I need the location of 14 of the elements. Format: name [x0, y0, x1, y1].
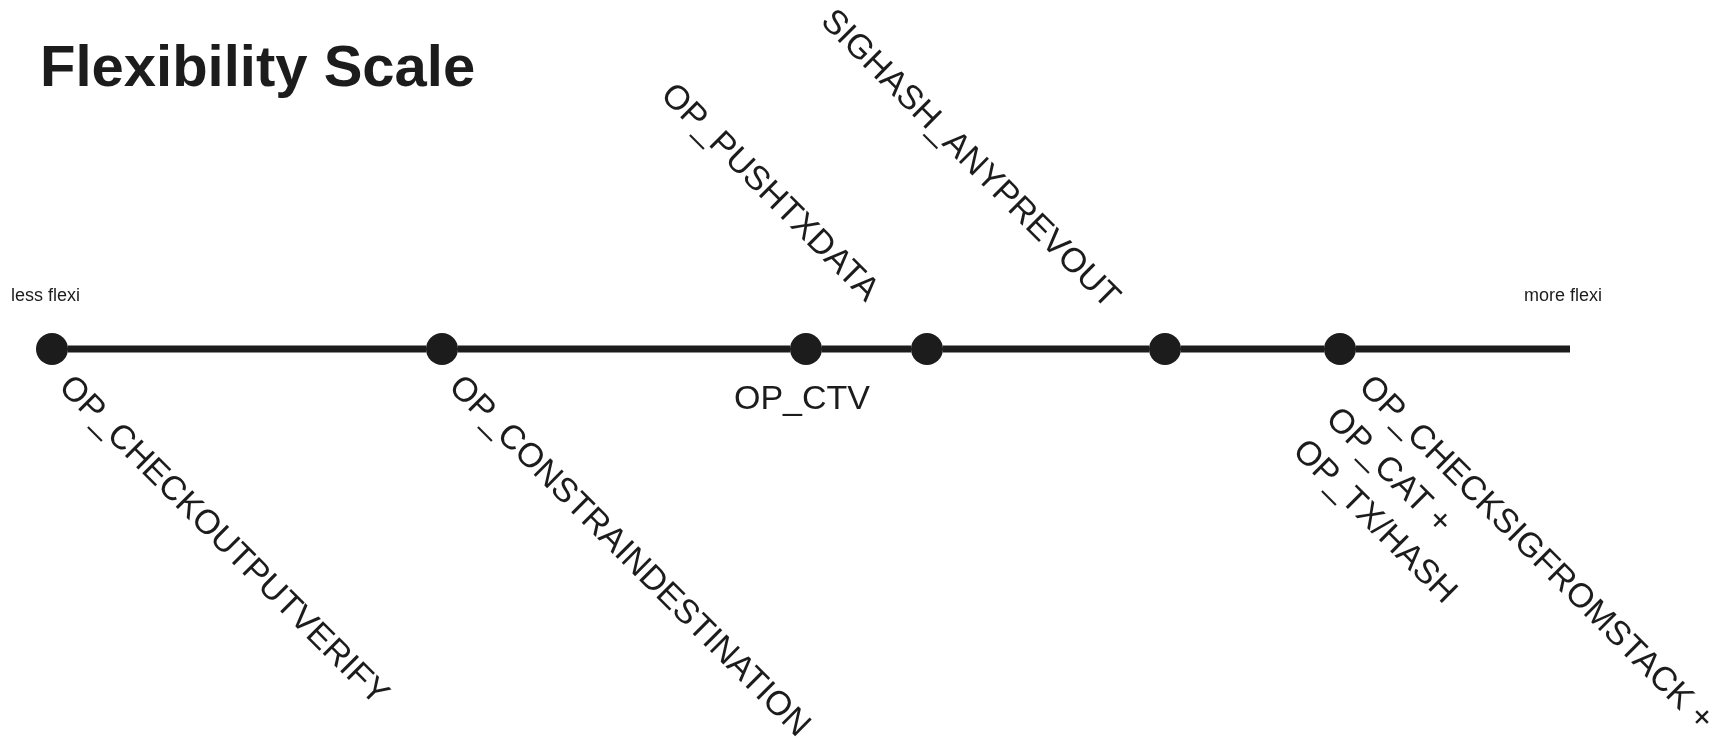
scale-point — [790, 333, 822, 365]
scale-point — [911, 333, 943, 365]
scale-end-label: more flexi — [1524, 284, 1603, 307]
scale-line — [68, 345, 426, 353]
title: Flexibility Scale — [40, 32, 476, 100]
scale-line — [1181, 345, 1324, 353]
scale-line — [943, 345, 1149, 353]
scale-line — [458, 345, 790, 353]
scale-point — [426, 333, 458, 365]
scale-point — [36, 333, 68, 365]
scale-end-label: less flexi — [11, 284, 81, 307]
scale-point — [1324, 333, 1356, 365]
scale-line — [822, 345, 911, 353]
scale-point — [1149, 333, 1181, 365]
